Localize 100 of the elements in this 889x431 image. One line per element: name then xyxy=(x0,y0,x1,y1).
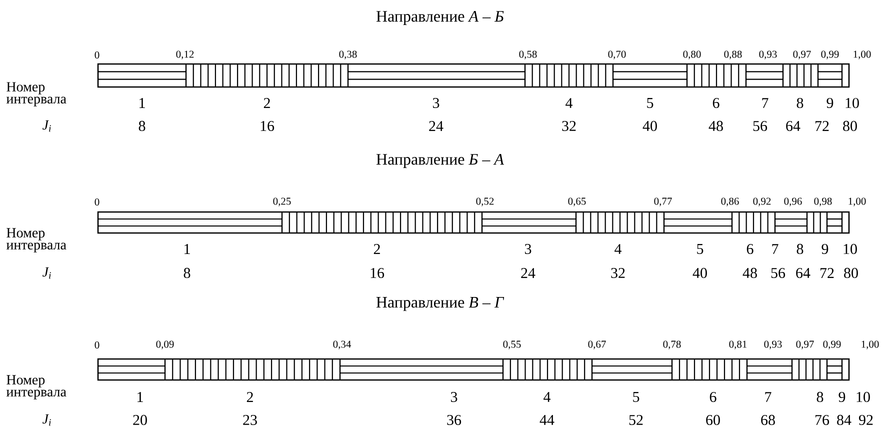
interval-value: 44 xyxy=(540,415,554,425)
scale-value: 1,00 xyxy=(854,50,871,60)
interval-value: 20 xyxy=(133,414,147,426)
scale-value: 0,99 xyxy=(821,50,839,60)
interval-value: 60 xyxy=(706,414,720,426)
section-title: Направление А – Б xyxy=(376,11,504,25)
interval-value: 68 xyxy=(761,414,775,426)
interval-value: 92 xyxy=(858,414,873,426)
row-label: Номер интервала xyxy=(6,82,66,106)
interval-number: 10 xyxy=(856,392,870,402)
interval-value: 64 xyxy=(796,268,810,278)
scale-value: 0,09 xyxy=(156,340,174,350)
scale-value: 0,12 xyxy=(176,50,194,60)
scale-value: 0,98 xyxy=(814,198,832,206)
interval-number: 4 xyxy=(614,244,622,254)
interval-number: 3 xyxy=(450,392,458,402)
interval-value: 64 xyxy=(786,120,800,132)
interval-value: 24 xyxy=(429,121,444,131)
scale-value: 0,96 xyxy=(784,198,802,206)
scale-value: 0,88 xyxy=(724,50,742,60)
scale-value: 1,00 xyxy=(848,198,866,206)
interval-value: 40 xyxy=(642,120,657,132)
section-title: Направление Б – А xyxy=(376,154,504,168)
interval-number: 5 xyxy=(647,98,654,108)
interval-number: 6 xyxy=(746,244,754,254)
interval-number: 10 xyxy=(846,98,859,108)
interval-number: 6 xyxy=(710,392,716,402)
interval-number: 9 xyxy=(838,392,846,402)
scale-value: 0,38 xyxy=(339,50,357,60)
interval-number: 2 xyxy=(374,244,380,254)
interval-number: 3 xyxy=(524,244,532,254)
interval-value: 32 xyxy=(611,268,625,278)
scale-value: 0,81 xyxy=(729,340,747,350)
scale-value: 0,78 xyxy=(663,340,681,350)
interval-number: 10 xyxy=(844,244,857,254)
interval-value: 80 xyxy=(844,268,858,278)
interval-value: 48 xyxy=(708,120,723,132)
interval-value: 40 xyxy=(692,268,707,278)
interval-number: 9 xyxy=(822,244,828,254)
interval-value: 76 xyxy=(815,414,830,426)
scale-value: 0 xyxy=(94,51,100,59)
scale-value: 0,93 xyxy=(759,50,777,60)
interval-number: 7 xyxy=(765,392,772,402)
interval-number: 2 xyxy=(264,98,270,108)
scale-value: 0,97 xyxy=(793,50,811,60)
interval-value: 32 xyxy=(562,120,576,132)
interval-number: 4 xyxy=(544,392,551,402)
interval-number: 5 xyxy=(633,392,640,402)
interval-value: 56 xyxy=(753,120,768,132)
scale-value: 0 xyxy=(94,341,100,349)
scale-value: 0,67 xyxy=(588,340,606,350)
interval-number: 6 xyxy=(712,98,720,108)
interval-value: 16 xyxy=(370,268,384,278)
interval-number: 1 xyxy=(184,244,190,254)
interval-value: 8 xyxy=(184,268,190,278)
interval-number: 1 xyxy=(138,392,143,402)
row-label: J$_{i}$ xyxy=(42,414,51,426)
scale-value: 0 xyxy=(94,198,100,206)
scale-value: 0,80 xyxy=(683,50,701,60)
interval-value: 52 xyxy=(629,414,643,426)
interval-number: 8 xyxy=(796,244,804,254)
interval-number: 3 xyxy=(432,98,440,108)
scale-value: 0,70 xyxy=(608,50,626,60)
interval-number: 8 xyxy=(796,98,804,108)
scale-value: 0,55 xyxy=(503,340,521,350)
scale-value: 0,34 xyxy=(333,340,352,350)
row-label: Номер интервала xyxy=(6,375,66,400)
interval-value: 23 xyxy=(243,414,257,426)
interval-number: 4 xyxy=(566,98,573,108)
interval-value: 80 xyxy=(843,120,857,132)
interval-number: 9 xyxy=(826,98,834,108)
scale-value: 0,97 xyxy=(796,340,814,350)
interval-value: 84 xyxy=(837,414,852,426)
scale-value: 0,65 xyxy=(568,198,586,206)
interval-value: 36 xyxy=(447,414,462,426)
interval-value: 56 xyxy=(771,268,786,278)
scale-value: 0,77 xyxy=(654,198,672,206)
scale-value: 0,58 xyxy=(519,50,537,60)
row-label: J$_{i}$ xyxy=(42,120,51,132)
row-label: J$_{i}$ xyxy=(42,267,51,279)
interval-value: 72 xyxy=(820,268,834,278)
interval-number: 7 xyxy=(772,244,778,254)
scale-value: 0,99 xyxy=(823,340,841,350)
interval-value: 48 xyxy=(742,268,757,278)
interval-value: 24 xyxy=(521,268,536,278)
interval-value: 8 xyxy=(138,120,146,132)
scale-value: 1,00 xyxy=(862,340,879,350)
interval-number: 8 xyxy=(816,392,824,402)
interval-number: 7 xyxy=(762,98,768,108)
interval-number: 1 xyxy=(140,98,145,108)
scale-value: 0,52 xyxy=(476,198,494,206)
interval-number: 5 xyxy=(697,244,704,254)
interval-value: 16 xyxy=(260,120,274,132)
row-label: Номер интервала xyxy=(6,228,66,252)
section-title: Направление В – Г xyxy=(376,297,504,311)
scale-value: 0,92 xyxy=(753,198,771,206)
scale-value: 0,86 xyxy=(721,198,739,206)
interval-number: 2 xyxy=(246,392,253,402)
scale-value: 0,93 xyxy=(764,340,782,350)
interval-value: 72 xyxy=(815,121,829,131)
